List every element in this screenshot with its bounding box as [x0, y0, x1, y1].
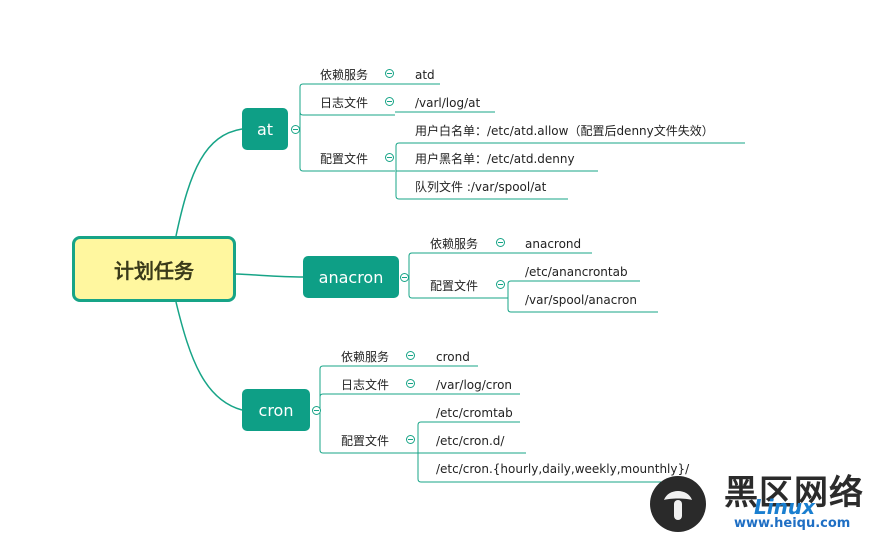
at-dep-label[interactable]: 依赖服务 — [320, 68, 369, 82]
anacron-dep-label[interactable]: 依赖服务 — [430, 237, 479, 251]
watermark-linux: Linux — [754, 495, 815, 519]
at-cfg-label[interactable]: 配置文件 — [320, 152, 369, 166]
connector-root-at — [175, 128, 243, 237]
root-node[interactable]: 计划任务 — [72, 236, 236, 302]
branch-node-anacron[interactable]: anacron — [303, 256, 399, 298]
cron-cfg-value[interactable]: /etc/cromtab — [436, 406, 513, 420]
branch-node-at[interactable]: at — [242, 108, 288, 150]
at-dep-value[interactable]: atd — [415, 68, 435, 82]
collapse-toggle-icon[interactable] — [496, 280, 505, 289]
at-log-value[interactable]: /varl/log/at — [415, 96, 481, 110]
anacron-cfg-value[interactable]: /var/spool/anacron — [525, 293, 637, 307]
anacron-dep-value[interactable]: anacrond — [525, 237, 582, 251]
collapse-toggle-icon[interactable] — [312, 406, 321, 415]
connector-root-cron — [175, 301, 243, 411]
cron-cfg-value[interactable]: /etc/cron.{hourly,daily,weekly,mounthly}… — [436, 462, 690, 476]
cron-dep-label[interactable]: 依赖服务 — [341, 350, 390, 364]
collapse-toggle-icon[interactable] — [496, 238, 505, 247]
collapse-toggle-icon[interactable] — [385, 69, 394, 78]
watermark-title: 黑区网络 — [724, 473, 864, 513]
collapse-toggle-icon[interactable] — [406, 435, 415, 444]
watermark-site: www.heiqu.com — [734, 516, 851, 531]
collapse-toggle-icon[interactable] — [406, 351, 415, 360]
collapse-toggle-icon[interactable] — [291, 125, 300, 134]
at-cfg-value[interactable]: 队列文件 :/var/spool/at — [415, 180, 547, 194]
at-log-label[interactable]: 日志文件 — [320, 96, 369, 110]
cron-dep-value[interactable]: crond — [436, 350, 470, 364]
collapse-toggle-icon[interactable] — [385, 153, 394, 162]
anacron-cfg-value[interactable]: /etc/anancrontab — [525, 265, 628, 279]
at-cfg-value[interactable]: 用户白名单：/etc/atd.allow（配置后denny文件失效） — [415, 124, 714, 138]
anacron-cfg-label[interactable]: 配置文件 — [430, 279, 479, 293]
connector-root-anacron — [235, 273, 304, 278]
collapse-toggle-icon[interactable] — [385, 97, 394, 106]
penguin-logo-icon — [650, 476, 706, 532]
cron-log-label[interactable]: 日志文件 — [341, 378, 390, 392]
collapse-toggle-icon[interactable] — [400, 273, 409, 282]
at-cfg-value[interactable]: 用户黑名单：/etc/atd.denny — [415, 152, 575, 166]
watermark: 黑区网络 Linux www.heiqu.com — [650, 474, 882, 538]
collapse-toggle-icon[interactable] — [406, 379, 415, 388]
branch-node-cron[interactable]: cron — [242, 389, 310, 431]
cron-cfg-value[interactable]: /etc/cron.d/ — [436, 434, 505, 448]
cron-cfg-label[interactable]: 配置文件 — [341, 434, 390, 448]
cron-log-value[interactable]: /var/log/cron — [436, 378, 513, 392]
